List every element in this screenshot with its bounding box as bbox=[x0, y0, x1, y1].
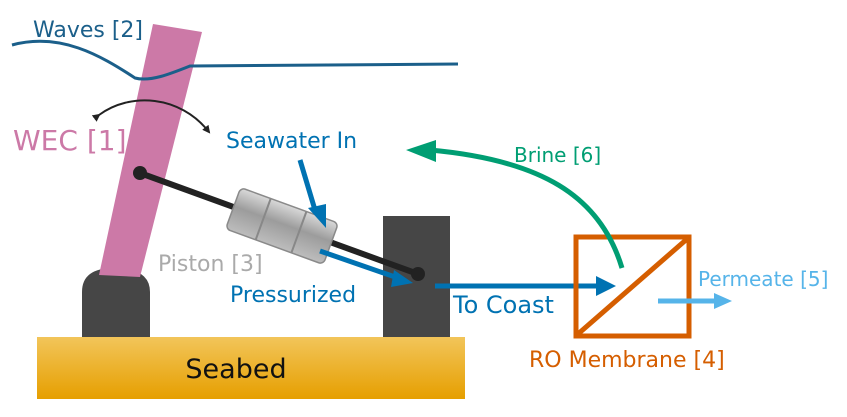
waves-label: Waves [2] bbox=[33, 18, 143, 43]
wec-base bbox=[82, 268, 150, 337]
seabed-label: Seabed bbox=[185, 354, 286, 385]
permeate-label: Permeate [5] bbox=[698, 267, 828, 291]
to-coast-label: To Coast bbox=[452, 291, 554, 319]
wec-arm bbox=[99, 24, 202, 277]
brine-arrow bbox=[429, 147, 625, 269]
pressurized-arrow bbox=[319, 248, 399, 281]
wave-line bbox=[11, 39, 459, 81]
brine-label: Brine [6] bbox=[514, 143, 601, 167]
rotation-arrow bbox=[91, 99, 211, 134]
pressurized-arrowhead bbox=[391, 270, 413, 287]
ro-membrane-diagonal bbox=[576, 237, 689, 336]
ro-membrane-box bbox=[573, 234, 692, 339]
rod-joint-left bbox=[133, 166, 147, 180]
piston-cylinder bbox=[226, 188, 338, 264]
seawater-in-arrow bbox=[297, 159, 318, 211]
seabed-block bbox=[37, 337, 465, 399]
to-coast-arrowhead bbox=[596, 276, 616, 296]
rod-joint-right bbox=[411, 267, 425, 281]
pressurized-label: Pressurized bbox=[230, 283, 356, 308]
wec-label: WEC [1] bbox=[13, 124, 127, 157]
ro-membrane-label: RO Membrane [4] bbox=[529, 348, 725, 373]
brine-arrowhead bbox=[406, 140, 436, 162]
permeate-arrowhead bbox=[714, 293, 732, 309]
piston-label: Piston [3] bbox=[158, 252, 263, 277]
seawater-in-label: Seawater In bbox=[226, 129, 357, 154]
seawater-in-arrowhead bbox=[308, 204, 326, 228]
